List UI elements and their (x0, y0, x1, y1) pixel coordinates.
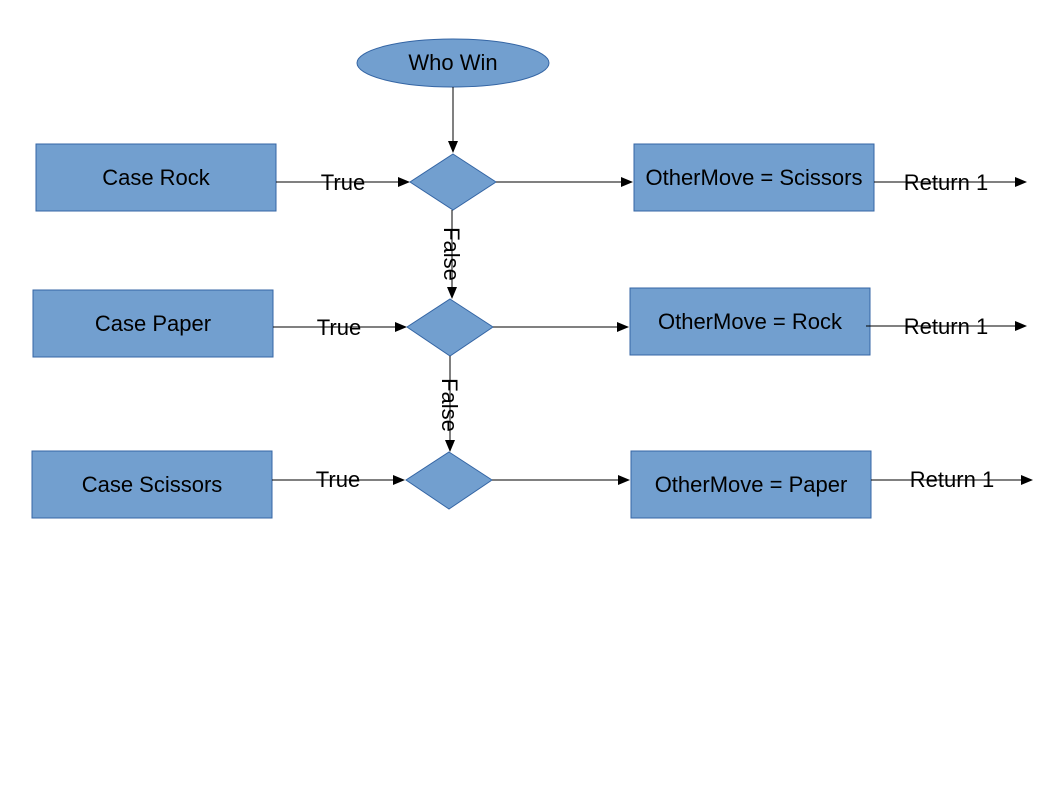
action-scissors-box (633, 143, 875, 212)
false-label-1: False (439, 227, 464, 281)
case-scissors-box (31, 450, 273, 519)
return-label-3: Return 1 (910, 467, 994, 492)
action-rock-label: OtherMove = Rock (658, 309, 843, 334)
return-label-2: Return 1 (904, 314, 988, 339)
case-paper-label: Case Paper (95, 311, 211, 336)
case-scissors-label: Case Scissors (82, 472, 223, 497)
true-label-2: True (317, 315, 361, 340)
decision-1 (409, 153, 497, 211)
action-paper-label: OtherMove = Paper (655, 472, 848, 497)
true-label-3: True (316, 467, 360, 492)
case-paper-box (32, 289, 274, 358)
action-paper-box (630, 450, 872, 519)
case-rock-label: Case Rock (102, 165, 211, 190)
decision-2 (406, 298, 494, 357)
case-rock-box (35, 143, 277, 212)
action-rock-box (629, 287, 871, 356)
false-label-2: False (437, 378, 462, 432)
decision-3 (405, 451, 493, 510)
action-scissors-label: OtherMove = Scissors (645, 165, 862, 190)
true-label-1: True (321, 170, 365, 195)
start-node-label: Who Win (408, 50, 497, 75)
return-label-1: Return 1 (904, 170, 988, 195)
